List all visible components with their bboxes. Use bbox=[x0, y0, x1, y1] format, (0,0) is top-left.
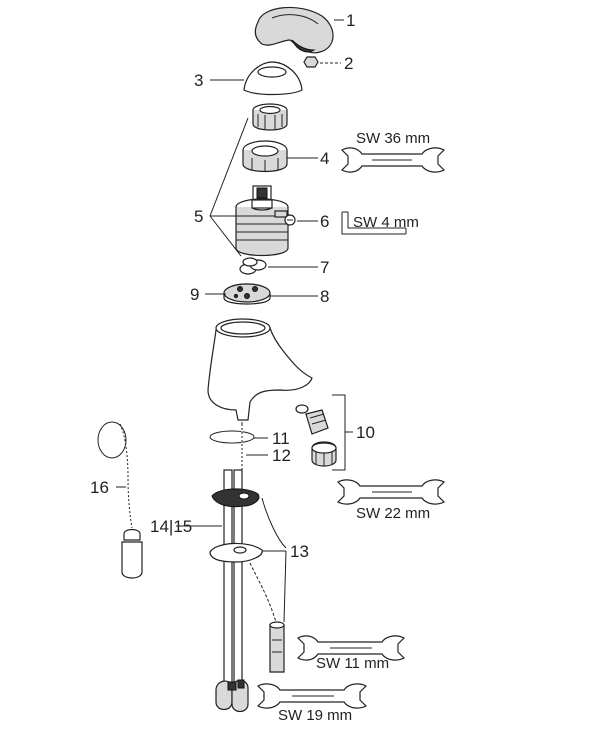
callout-10: 10 bbox=[356, 423, 375, 442]
wrench-sw36-icon bbox=[340, 147, 446, 173]
part-3-cap-cover bbox=[243, 61, 303, 96]
hex-key-sw4-icon bbox=[341, 211, 407, 235]
callout-4: 4 bbox=[320, 149, 329, 168]
callout-12: 12 bbox=[272, 446, 291, 465]
part-10-aerator bbox=[295, 404, 337, 467]
callout-8: 8 bbox=[320, 287, 329, 306]
tool-label-sw4: SW 4 mm bbox=[353, 214, 419, 231]
part-6-screw bbox=[274, 210, 296, 226]
callout-9: 9 bbox=[190, 285, 199, 304]
callout-11: 11 bbox=[272, 429, 290, 448]
part-5-cartridge bbox=[235, 185, 289, 257]
callout-13: 13 bbox=[290, 542, 309, 561]
wrench-sw22-icon bbox=[336, 479, 446, 505]
tool-label-sw36: SW 36 mm bbox=[356, 130, 430, 147]
callout-3: 3 bbox=[194, 71, 203, 90]
parts-14-15-hoses bbox=[215, 469, 249, 713]
part-1-lever-handle bbox=[254, 6, 334, 54]
part-8-disc bbox=[223, 283, 271, 305]
part-11-o-ring bbox=[209, 430, 255, 444]
callout-7: 7 bbox=[320, 258, 329, 277]
part-13-mounting-hardware bbox=[209, 488, 285, 673]
tool-label-sw19: SW 19 mm bbox=[278, 707, 352, 724]
part-7-o-rings bbox=[239, 257, 267, 275]
callout-2: 2 bbox=[344, 54, 353, 73]
callout-16: 16 bbox=[90, 478, 109, 497]
faucet-body bbox=[207, 318, 313, 421]
part-4-hex-nut bbox=[242, 140, 288, 173]
wrench-sw19-icon bbox=[256, 683, 368, 709]
wrench-sw11-icon bbox=[296, 635, 406, 661]
callout-6: 6 bbox=[320, 212, 329, 231]
callout-14-15: 14|15 bbox=[150, 517, 192, 536]
part-5-upper-ring bbox=[252, 103, 288, 131]
callout-1: 1 bbox=[346, 11, 355, 30]
part-16-chain-plug bbox=[97, 421, 143, 579]
tool-label-sw22: SW 22 mm bbox=[356, 505, 430, 522]
callout-5: 5 bbox=[194, 207, 203, 226]
tool-label-sw11: SW 11 mm bbox=[316, 655, 389, 672]
part-2-set-screw bbox=[303, 56, 319, 68]
